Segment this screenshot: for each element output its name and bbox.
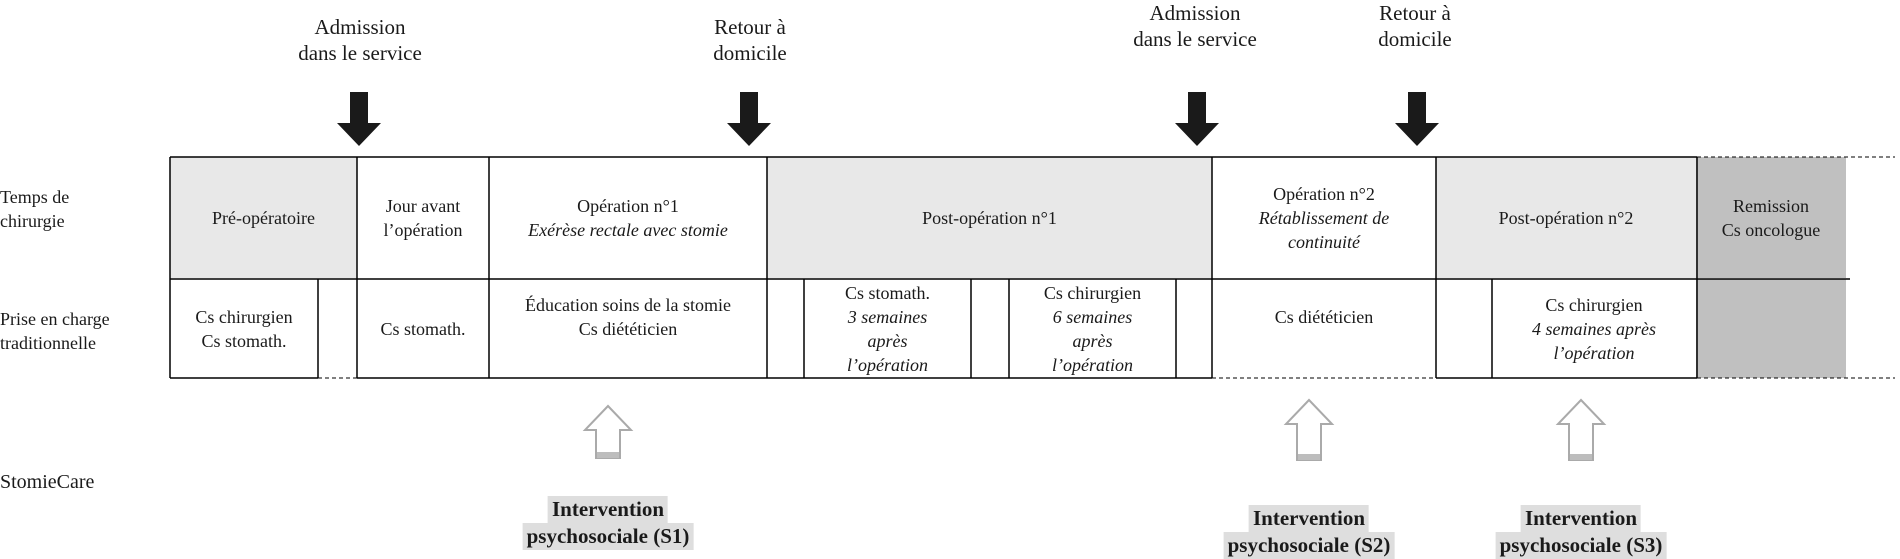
phase-operation-2-subtitle-1: Rétablissement de xyxy=(1258,207,1390,228)
care-stomath-3-semaines: Cs stomath. 3 semaines après l’opération xyxy=(804,279,971,378)
down-arrow-icon xyxy=(727,92,771,146)
care-pre-operatoire: Cs chirurgien Cs stomath. xyxy=(170,279,318,378)
care-chirurgien-4-semaines: Cs chirurgien 4 semaines après l’opérati… xyxy=(1492,279,1696,378)
care-op1-line2: Cs diététicien xyxy=(578,319,678,339)
phase-post-operation-2: Post-opération n°2 xyxy=(1436,157,1696,278)
care-pre-line1: Cs chirurgien xyxy=(195,306,293,327)
intervention-s2-line1: Intervention xyxy=(1249,505,1369,532)
care-op2-text: Cs diététicien xyxy=(1274,307,1374,327)
event-admission-1: Admission dans le service xyxy=(298,15,422,65)
hollow-up-arrow-icon xyxy=(1283,398,1335,461)
intervention-s1-line2: psychosociale (S1) xyxy=(522,523,694,550)
care-stomath-line3: l’opération xyxy=(847,354,928,375)
phase-jour-avant-line1: Jour avant xyxy=(385,195,461,216)
intervention-s2: Intervention psychosociale (S2) xyxy=(1223,505,1395,559)
hollow-up-arrow-icon xyxy=(582,404,634,459)
row-label-stomiecare: StomieCare xyxy=(0,471,95,493)
care-stomath-title: Cs stomath. xyxy=(844,282,930,303)
care-chir-line3: l’opération xyxy=(1052,354,1133,375)
phase-operation-2-title: Opération n°2 xyxy=(1273,183,1375,204)
care-pre-line2: Cs stomath. xyxy=(201,330,287,351)
phase-remission-line1: Remission xyxy=(1732,195,1809,216)
phase-remission-line2: Cs oncologue xyxy=(1721,219,1821,240)
care-operation-1: Éducation soins de la stomie Cs diététic… xyxy=(489,279,767,378)
care-chirurgien-6-semaines: Cs chirurgien 6 semaines après l’opérati… xyxy=(1009,279,1176,378)
hollow-up-arrow-icon xyxy=(1555,398,1607,461)
intervention-s1-line1: Intervention xyxy=(548,496,668,523)
intervention-s3-line2: psychosociale (S3) xyxy=(1495,532,1667,559)
care-stomath-line1: 3 semaines xyxy=(847,306,928,327)
intervention-s2-line2: psychosociale (S2) xyxy=(1223,532,1395,559)
care-chir-line1: 6 semaines xyxy=(1052,306,1133,327)
down-arrow-icon xyxy=(337,92,381,146)
row-label-prise: Prise en charge traditionnelle xyxy=(0,309,110,353)
event-retour-1: Retour à domicile xyxy=(713,15,787,65)
phase-pre-operatoire-label: Pré-opératoire xyxy=(212,207,315,228)
care-jour-avant: Cs stomath. xyxy=(357,279,489,378)
care-chir-title: Cs chirurgien xyxy=(1043,282,1142,303)
phase-remission: Remission Cs oncologue xyxy=(1696,157,1846,278)
down-arrow-icon xyxy=(1175,92,1219,146)
care-post2-line2: l’opération xyxy=(1553,343,1635,363)
event-retour-2: Retour à domicile xyxy=(1378,1,1452,51)
care-stomath-line2: après xyxy=(867,330,908,351)
care-post2-line1: 4 semaines après xyxy=(1532,319,1656,339)
event-admission-2: Admission dans le service xyxy=(1133,1,1257,51)
care-remission-fill xyxy=(1696,279,1846,378)
down-arrow-icon xyxy=(1395,92,1439,146)
phase-operation-2-subtitle-2: continuité xyxy=(1288,231,1360,252)
phase-post-operation-1-label: Post-opération n°1 xyxy=(922,207,1057,228)
care-chir-line2: après xyxy=(1072,330,1113,351)
care-post2-title: Cs chirurgien xyxy=(1545,295,1643,315)
phase-operation-1-subtitle: Exérèse rectale avec stomie xyxy=(528,219,728,240)
care-jour-avant-text: Cs stomath. xyxy=(380,318,466,339)
phase-post-operation-2-label: Post-opération n°2 xyxy=(1498,207,1634,228)
phase-jour-avant: Jour avant l’opération xyxy=(357,157,489,278)
phase-operation-1-title: Opération n°1 xyxy=(577,195,679,216)
phase-pre-operatoire: Pré-opératoire xyxy=(170,157,357,278)
phase-jour-avant-line2: l’opération xyxy=(383,219,463,240)
intervention-s3: Intervention psychosociale (S3) xyxy=(1495,505,1667,559)
care-operation-2: Cs diététicien xyxy=(1212,279,1436,378)
phase-operation-1: Opération n°1 Exérèse rectale avec stomi… xyxy=(489,157,767,278)
intervention-s3-line1: Intervention xyxy=(1521,505,1641,532)
care-op1-line1: Éducation soins de la stomie xyxy=(525,295,731,315)
intervention-s1: Intervention psychosociale (S1) xyxy=(522,496,694,550)
phase-operation-2: Opération n°2 Rétablissement de continui… xyxy=(1212,157,1436,278)
phase-post-operation-1: Post-opération n°1 xyxy=(767,157,1212,278)
row-label-temps: Temps de chirurgie xyxy=(0,187,70,231)
